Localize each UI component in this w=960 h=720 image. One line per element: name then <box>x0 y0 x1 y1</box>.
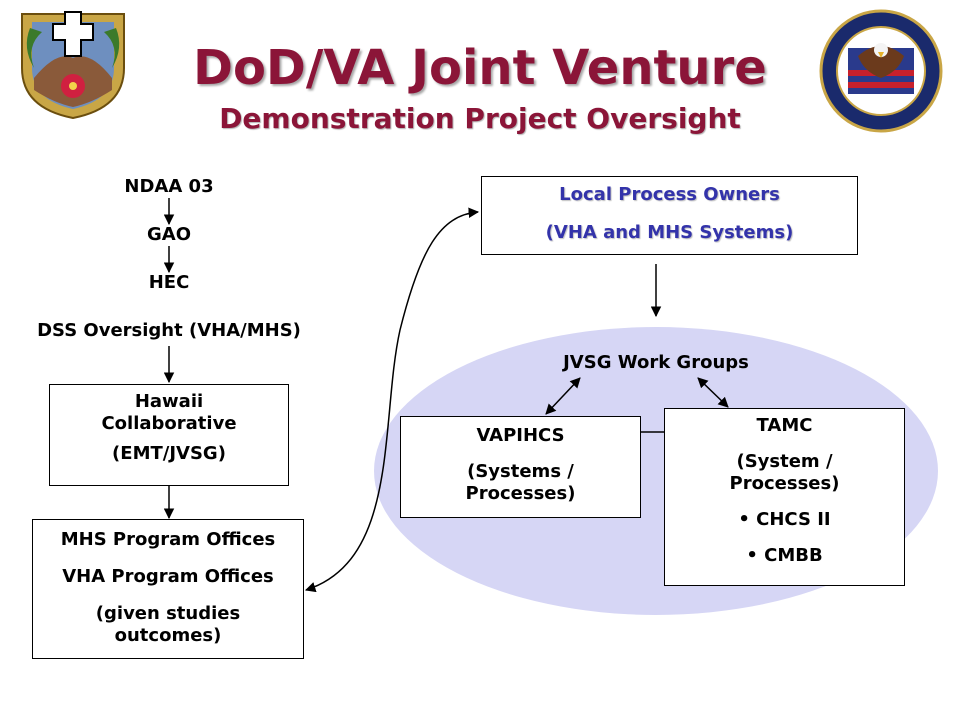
hawaii-line2: Collaborative <box>101 413 237 434</box>
hawaii-line3: (EMT/JVSG) <box>112 443 226 464</box>
program-offices-box: MHS Program Offices VHA Program Offices … <box>32 519 304 659</box>
tamc-bullet-1: CHCS II <box>665 509 904 531</box>
arrow-jvsg-vapihcs <box>545 377 581 415</box>
vapihcs-line2: (Systems / <box>467 461 574 482</box>
page-title: DoD/VA Joint Venture <box>193 40 767 96</box>
local-process-owners-box: Local Process Owners (VHA and MHS System… <box>481 176 858 255</box>
program-line2: VHA Program Offices <box>62 566 274 587</box>
gao-label: GAO <box>146 224 191 245</box>
owners-line2: (VHA and MHS Systems) <box>545 222 794 243</box>
vapihcs-box: VAPIHCS (Systems / Processes) <box>400 416 641 518</box>
page-subtitle: Demonstration Project Oversight <box>219 102 741 135</box>
tamc-line3: Processes) <box>729 473 840 494</box>
tamc-line2: (System / <box>736 451 833 472</box>
vapihcs-line1: VAPIHCS <box>476 425 565 446</box>
program-line4: outcomes) <box>114 625 222 646</box>
program-line3: (given studies <box>95 603 241 624</box>
tamc-bullet-2: CMBB <box>665 545 904 567</box>
tamc-box: TAMC (System / Processes) CHCS II CMBB <box>664 408 905 586</box>
tamc-line1: TAMC <box>756 415 813 436</box>
hec-label: HEC <box>148 272 190 293</box>
vapihcs-line3: Processes) <box>465 483 576 504</box>
arrow-program-owners-feedback <box>305 207 480 593</box>
tripler-army-medical-center-crest-icon <box>12 8 134 120</box>
dss-oversight-label: DSS Oversight (VHA/MHS) <box>37 320 301 341</box>
ndaa-label: NDAA 03 <box>124 176 214 197</box>
hawaii-collaborative-box: Hawaii Collaborative (EMT/JVSG) <box>49 384 289 486</box>
program-line1: MHS Program Offices <box>60 529 276 550</box>
arrow-jvsg-tamc <box>697 377 729 408</box>
jvsg-work-groups-label: JVSG Work Groups <box>563 352 749 373</box>
hawaii-line1: Hawaii <box>134 391 204 412</box>
owners-line1: Local Process Owners <box>559 184 780 205</box>
department-of-veterans-affairs-seal-icon <box>818 8 944 134</box>
